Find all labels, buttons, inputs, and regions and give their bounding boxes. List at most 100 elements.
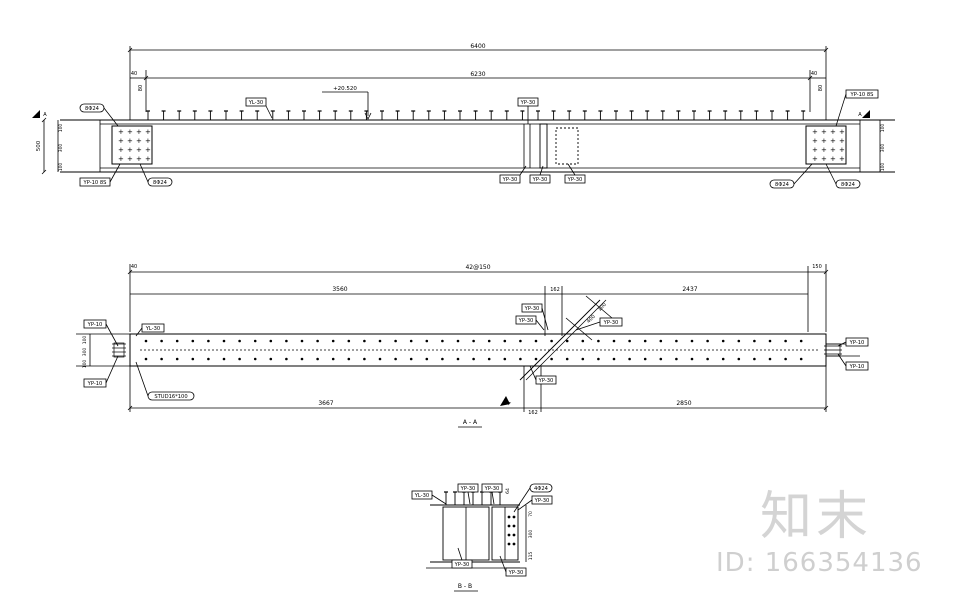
stud-dot [581, 357, 585, 361]
stud-dot [347, 339, 351, 343]
stud-dot [425, 357, 429, 361]
leader [567, 163, 576, 176]
diagonal-splice [519, 299, 601, 381]
bolt-mark: + [839, 128, 845, 136]
stud-dot [269, 339, 273, 343]
bolt-mark: + [821, 137, 827, 145]
plan-tag-stud: STUD16*100 [154, 394, 187, 400]
plan-tag-yp30-c: YP-30 [603, 320, 619, 326]
bolt-mark: + [821, 155, 827, 163]
stud-dot [768, 357, 772, 361]
overall-dim: 6400 [470, 43, 485, 50]
splice-web-plate [539, 123, 548, 169]
leader [491, 491, 495, 505]
stud-dot [784, 339, 787, 343]
stud-dot [378, 339, 382, 343]
stud-dot [207, 357, 210, 361]
bolt-mark: + [127, 137, 133, 145]
bolt-mark: + [145, 137, 151, 145]
stud-dot [160, 339, 163, 343]
bolt-mark: + [830, 128, 836, 136]
leader [105, 323, 119, 347]
leader [837, 353, 847, 367]
section-arrow [500, 396, 510, 406]
leader [535, 319, 545, 331]
leader [265, 105, 273, 119]
bb-tag-yp-a: YP-30 [460, 486, 476, 492]
stud-dot [768, 339, 772, 343]
stud-dot [300, 357, 304, 361]
plan-tag-yp10-tl: YP-10 [87, 322, 103, 328]
leader [793, 163, 813, 185]
bb-bolt [512, 515, 516, 519]
leader [541, 307, 549, 331]
stud-dot [222, 357, 226, 361]
level-arrow [364, 112, 372, 120]
stud-dot [519, 339, 522, 343]
stud-dot [409, 357, 413, 361]
stud-dot [565, 357, 569, 361]
bolt-mark: + [127, 146, 133, 154]
leader [835, 93, 847, 127]
bb-title: B - B [458, 583, 472, 590]
stud-dot [331, 357, 335, 361]
yp-tag-mid-b2: YP-30 [532, 177, 548, 183]
plan-vert-dim: 100 [82, 336, 88, 345]
stud-dot [144, 339, 148, 343]
stud-dot [316, 357, 319, 361]
stud-dot [363, 357, 366, 361]
stud-dot [269, 357, 273, 361]
bb-bolt [512, 533, 516, 537]
leader [457, 547, 463, 561]
sub-dim: 100 [880, 124, 886, 133]
bolt-tag-bot-left: 8Φ24 [153, 180, 168, 186]
bb-tag-yp-e: YP-30 [508, 570, 524, 576]
bb-bolt [507, 533, 511, 537]
leader [517, 499, 533, 511]
bolt-mark: + [830, 155, 836, 163]
bolt-mark: + [839, 137, 845, 145]
plan-bot-mid-dim: 162 [528, 410, 538, 416]
stud-dot [753, 357, 756, 361]
bb-bolt [507, 515, 511, 519]
stud-dot [363, 339, 366, 343]
stud-dot [597, 339, 600, 343]
yp-tag-mid-top: YP-30 [520, 100, 536, 106]
stud-dot [503, 357, 507, 361]
stud-dot [737, 357, 741, 361]
section-mark: A [506, 400, 513, 407]
stud-dot [628, 357, 631, 361]
stud-dot [160, 357, 163, 361]
stud-dot [425, 339, 429, 343]
end-dim-label: 40 [811, 71, 817, 77]
yl-tag-box [245, 97, 267, 107]
leader [837, 341, 847, 347]
leader [135, 327, 143, 337]
bb-tag-yl: YL-30 [414, 493, 429, 499]
bb-dim: 300 [528, 530, 534, 539]
bolt-mark: + [839, 155, 845, 163]
leader [105, 355, 119, 384]
stud-dot [222, 339, 226, 343]
bolt-tag-top-right: 8Φ24 [841, 182, 856, 188]
leader [825, 163, 837, 185]
bolt-mark: + [118, 128, 124, 136]
leader [539, 165, 544, 176]
bolt-mark: + [830, 137, 836, 145]
stud-dot [721, 357, 725, 361]
stud-dot [753, 339, 756, 343]
stud-dot [175, 339, 179, 343]
sub-dim: 300 [880, 144, 886, 153]
plan-end-dim: 150 [812, 264, 822, 270]
plan-end-dim: 40 [131, 264, 137, 270]
bolt-mark: + [118, 146, 124, 154]
stud-dot [503, 339, 507, 343]
bb-tag-yp-c: YP-30 [534, 498, 550, 504]
plan-top-right-dim: 2437 [682, 286, 697, 293]
stud-dot [285, 339, 288, 343]
diag-dim-line [585, 295, 613, 319]
stud-dot [534, 357, 538, 361]
diagonal-splice [525, 299, 607, 381]
plan-bot-right-dim: 2850 [676, 400, 691, 407]
